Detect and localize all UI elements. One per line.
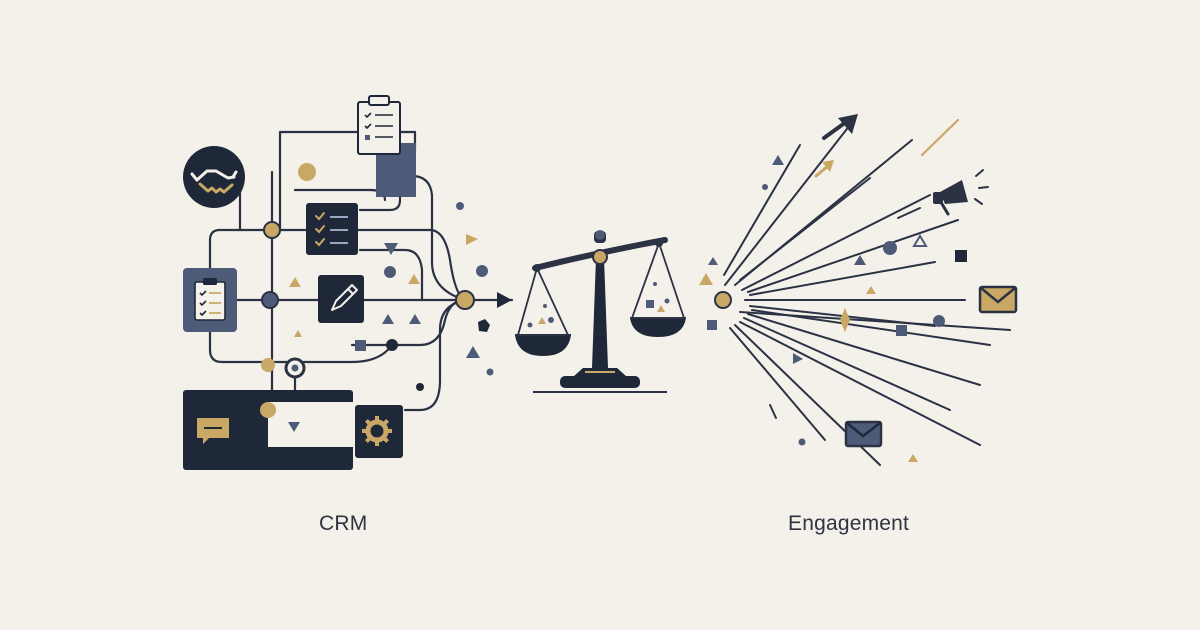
crm-confetti [289, 202, 494, 391]
confetti [456, 202, 464, 210]
ray [743, 317, 951, 411]
ray [739, 321, 981, 446]
confetti [708, 257, 718, 265]
confetti [478, 319, 490, 332]
confetti [466, 346, 480, 358]
confetti [384, 266, 396, 278]
scale-pivot [592, 249, 608, 265]
connector-line [358, 174, 467, 302]
crm-tiles [183, 95, 416, 470]
ray [741, 194, 931, 291]
scale-foot [560, 376, 640, 388]
megaphone-icon [933, 169, 989, 216]
confetti [289, 277, 301, 287]
arrow-icon [814, 160, 834, 178]
ray [769, 404, 777, 419]
confetti [707, 320, 717, 330]
node [263, 221, 281, 239]
gear-icon [362, 416, 392, 446]
confetti [912, 234, 928, 247]
ray [749, 261, 936, 296]
device-screen [268, 402, 353, 447]
node [386, 339, 398, 351]
node [298, 163, 316, 181]
engagement-confetti [699, 155, 967, 462]
confetti [896, 325, 907, 336]
ray [920, 118, 960, 157]
arrow-head [497, 292, 512, 308]
confetti [476, 265, 488, 277]
crm-nodes [260, 163, 512, 432]
scale-pan-left [515, 335, 571, 356]
confetti [840, 308, 850, 332]
envelope-icon [978, 285, 1018, 314]
engagement-label: Engagement [788, 512, 910, 535]
connector-line [208, 228, 467, 302]
confetti [409, 314, 421, 324]
confetti [793, 353, 803, 364]
crm-label: CRM [319, 512, 368, 535]
envelope-icon [844, 420, 883, 448]
scale-pillar [592, 258, 608, 368]
ray [724, 124, 851, 286]
burst-origin [714, 291, 732, 309]
ray [897, 207, 921, 219]
scale-finial [595, 230, 605, 240]
confetti [866, 286, 876, 294]
confetti [294, 330, 302, 337]
node [261, 358, 275, 372]
engagement-accents [714, 118, 960, 419]
scale-pan-right [630, 318, 686, 337]
node [355, 340, 366, 351]
confetti [762, 184, 768, 190]
confetti [382, 314, 394, 324]
node [455, 290, 475, 310]
confetti [908, 454, 918, 462]
ray [747, 313, 981, 386]
confetti [699, 273, 713, 285]
confetti [854, 255, 866, 265]
engagement-burst [723, 124, 1011, 466]
balance-scale-icon [515, 230, 686, 393]
arrow-head [288, 422, 300, 432]
node [291, 364, 299, 372]
handshake-icon [190, 169, 238, 194]
connector-line [208, 238, 302, 364]
ray [729, 327, 826, 441]
pencil-tile [318, 275, 364, 323]
confetti [416, 383, 424, 391]
node [261, 291, 279, 309]
pencil-icon [331, 284, 358, 311]
node [260, 402, 276, 418]
document-checklist-icon [357, 95, 416, 197]
checklist-icon [315, 212, 325, 247]
ray [723, 144, 801, 276]
connector-line [358, 248, 424, 302]
confetti [384, 243, 398, 255]
connector-line [403, 298, 467, 412]
ray [739, 311, 1011, 331]
confetti [466, 234, 478, 245]
confetti [798, 438, 806, 446]
connector-line [293, 188, 387, 202]
ray [747, 219, 959, 293]
connector-line [278, 130, 417, 152]
confetti [772, 155, 784, 165]
confetti [408, 274, 420, 284]
chat-bubble-icon [197, 418, 229, 444]
clipboard-checklist-icon [194, 278, 226, 321]
confetti [883, 241, 897, 255]
handshake-badge [183, 146, 245, 208]
ray [739, 177, 871, 281]
arrow-icon [822, 114, 858, 140]
confetti [933, 315, 945, 327]
confetti [955, 250, 967, 262]
engagement-icons [814, 114, 1018, 448]
confetti [486, 368, 494, 376]
